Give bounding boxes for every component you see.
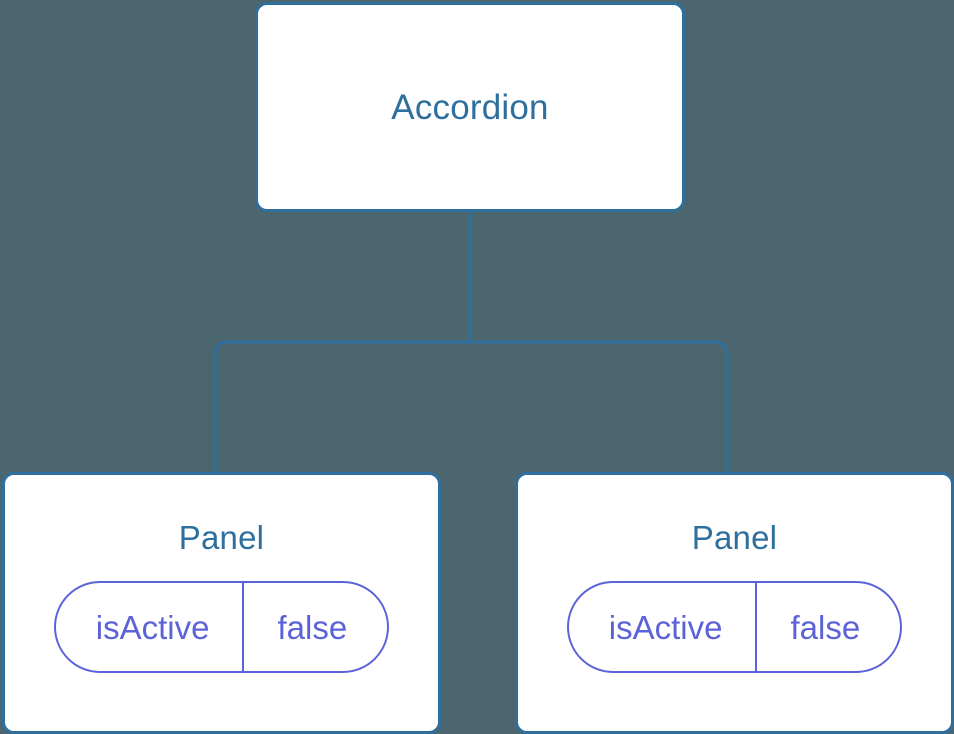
- state-pill-panel-0[interactable]: isActive false: [53, 581, 390, 673]
- state-value-isactive-panel-0: false: [242, 583, 387, 671]
- state-value-isactive-panel-1: false: [755, 583, 900, 671]
- node-panel-1[interactable]: Panel isActive false: [515, 472, 954, 734]
- node-panel-1-label: Panel: [691, 519, 778, 556]
- state-key-isactive-panel-1: isActive: [608, 608, 723, 646]
- state-pill-panel-1[interactable]: isActive false: [566, 581, 903, 673]
- edge-root-to-panel-0: [213, 340, 470, 474]
- node-panel-0-label: Panel: [178, 519, 265, 556]
- edge-root-to-panel-1: [470, 340, 729, 474]
- node-accordion[interactable]: Accordion: [255, 2, 685, 212]
- node-accordion-label: Accordion: [391, 87, 549, 127]
- state-key-isactive-panel-0: isActive: [95, 608, 210, 646]
- node-panel-0[interactable]: Panel isActive false: [2, 472, 441, 734]
